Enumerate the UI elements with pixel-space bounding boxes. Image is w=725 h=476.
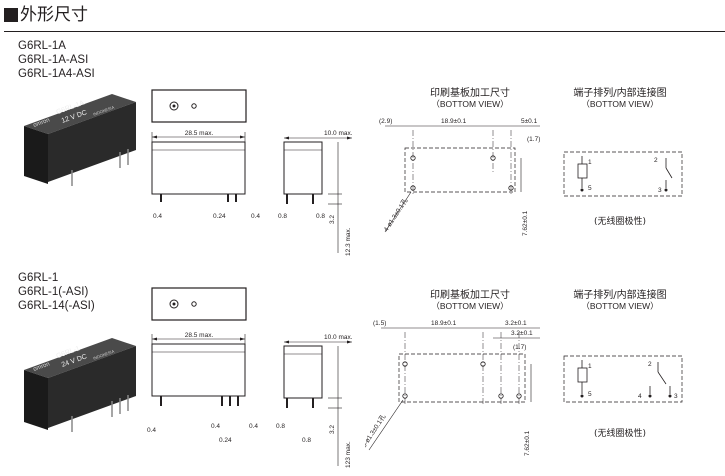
model-name: G6RL-1 <box>18 272 59 284</box>
terminal-title-a: 端子排列/内部连接图 <box>573 88 667 99</box>
dim-row-pitch: 7.62±0.1 <box>522 210 529 236</box>
square-bullet-icon <box>4 8 18 22</box>
section-header: 外形尺寸 <box>4 2 725 32</box>
model-list-a: G6RL-1A G6RL-1A-ASI G6RL-1A4-ASI <box>18 39 95 81</box>
dim-offset: (1.7) <box>513 344 526 351</box>
dim-pin: 0.4 <box>147 427 156 434</box>
front-view-b: 28.5 max. 0.4 0.4 0.24 0.4 <box>147 332 258 444</box>
dim-pitch: 3.2±0.1 <box>505 320 527 327</box>
pcb-subtitle-b: （BOTTOM VIEW） <box>431 301 509 311</box>
dim-pin: 0.8 <box>302 437 311 444</box>
pin-number: 4 <box>638 393 642 400</box>
polarity-note-a: (无线圈极性) <box>594 217 647 227</box>
dim-pitch: 18.9±0.1 <box>441 118 467 125</box>
dim-pin-length: 3.2 <box>329 425 336 434</box>
pin-number: 1 <box>588 159 592 166</box>
dim-width: 10.0 max. <box>324 334 353 341</box>
dim-height: 12.3 max. <box>345 227 352 256</box>
dim-height: 123 max. <box>345 441 352 468</box>
polarity-note-b: (无线圈极性) <box>594 429 647 439</box>
dim-pitch: 3.2±0.1 <box>511 330 533 337</box>
dim-row-pitch: 7.62±0.1 <box>524 430 531 456</box>
dim-pin: 0.4 <box>153 213 162 220</box>
dim-length: 28.5 max. <box>185 332 214 339</box>
dim-width: 10.0 max. <box>324 130 353 137</box>
photo-brand: omron <box>33 361 51 372</box>
dim-pin: 0.4 <box>211 423 220 430</box>
pin-number: 2 <box>654 157 658 164</box>
model-name: G6RL-1(-ASI) <box>18 286 89 298</box>
terminal-subtitle-b: （BOTTOM VIEW） <box>581 301 659 311</box>
side-view-a: 10.0 max. 0.8 0.8 3.2 12.3 max. <box>278 130 353 256</box>
dim-holes: 5-ø1.3±0.1孔 <box>365 413 388 450</box>
dim-pin: 0.8 <box>278 213 287 220</box>
dim-offset: (1.5) <box>373 320 386 327</box>
dim-pitch: 5±0.1 <box>521 118 538 125</box>
terminal-diagram-b: 1 5 2 4 3 <box>563 355 683 403</box>
model-name: G6RL-1A4-ASI <box>18 68 95 80</box>
front-view-a: 28.5 max. 0.4 0.24 0.4 <box>151 130 260 220</box>
dim-pin: 0.4 <box>249 423 258 430</box>
top-view-b <box>151 287 247 321</box>
dim-pin: 0.8 <box>276 423 285 430</box>
pcb-title-b: 印刷基板加工尺寸 <box>430 290 510 301</box>
relay-photo-a: omron G6RL-1A 12 V DC INDONESIA <box>24 94 136 186</box>
pin-number: 1 <box>588 363 592 370</box>
model-list-b: G6RL-1 G6RL-1(-ASI) G6RL-14(-ASI) <box>18 271 95 313</box>
dim-pitch: 18.9±0.1 <box>431 320 457 327</box>
relay-photo-b: omron G6RL-1 24 V DC INDONESIA <box>24 338 136 432</box>
dim-holes: 4-ø1.3±0.1孔 <box>382 197 410 234</box>
dim-pin: 0.24 <box>219 437 232 444</box>
dim-offset: (2.9) <box>379 118 392 125</box>
terminal-diagram-a: 1 5 2 3 <box>563 151 683 197</box>
terminal-title-b: 端子排列/内部连接图 <box>573 290 667 301</box>
model-name: G6RL-1A-ASI <box>18 54 89 66</box>
pin-number: 5 <box>588 391 592 398</box>
pin-number: 3 <box>658 187 662 194</box>
model-name: G6RL-14(-ASI) <box>18 300 95 312</box>
pcb-title-a: 印刷基板加工尺寸 <box>430 88 510 99</box>
dim-pin: 0.4 <box>251 213 260 220</box>
pcb-drawing-b: (1.5) 18.9±0.1 3.2±0.1 3.2±0.1 (1.7) 7.6… <box>365 320 540 456</box>
pin-number: 5 <box>588 185 592 192</box>
page-title: 外形尺寸 <box>20 5 88 25</box>
pcb-subtitle-a: （BOTTOM VIEW） <box>431 99 509 109</box>
top-view-a <box>151 89 247 123</box>
dim-pin-length: 3.2 <box>329 215 336 224</box>
pin-number: 3 <box>674 393 678 400</box>
dim-pin: 0.24 <box>213 213 226 220</box>
model-name: G6RL-1A <box>18 40 66 52</box>
side-view-b: 10.0 max. 0.8 0.8 3.2 123 max. <box>276 334 353 468</box>
dim-pin: 0.8 <box>316 213 325 220</box>
terminal-subtitle-a: （BOTTOM VIEW） <box>581 99 659 109</box>
photo-brand: omron <box>33 117 51 128</box>
dim-length: 28.5 max. <box>185 130 214 137</box>
pin-number: 2 <box>648 361 652 368</box>
pcb-drawing-a: (2.9) 18.9±0.1 5±0.1 (1.7) 7.62±0.1 4-ø1… <box>379 118 540 236</box>
dim-offset: (1.7) <box>527 136 540 143</box>
